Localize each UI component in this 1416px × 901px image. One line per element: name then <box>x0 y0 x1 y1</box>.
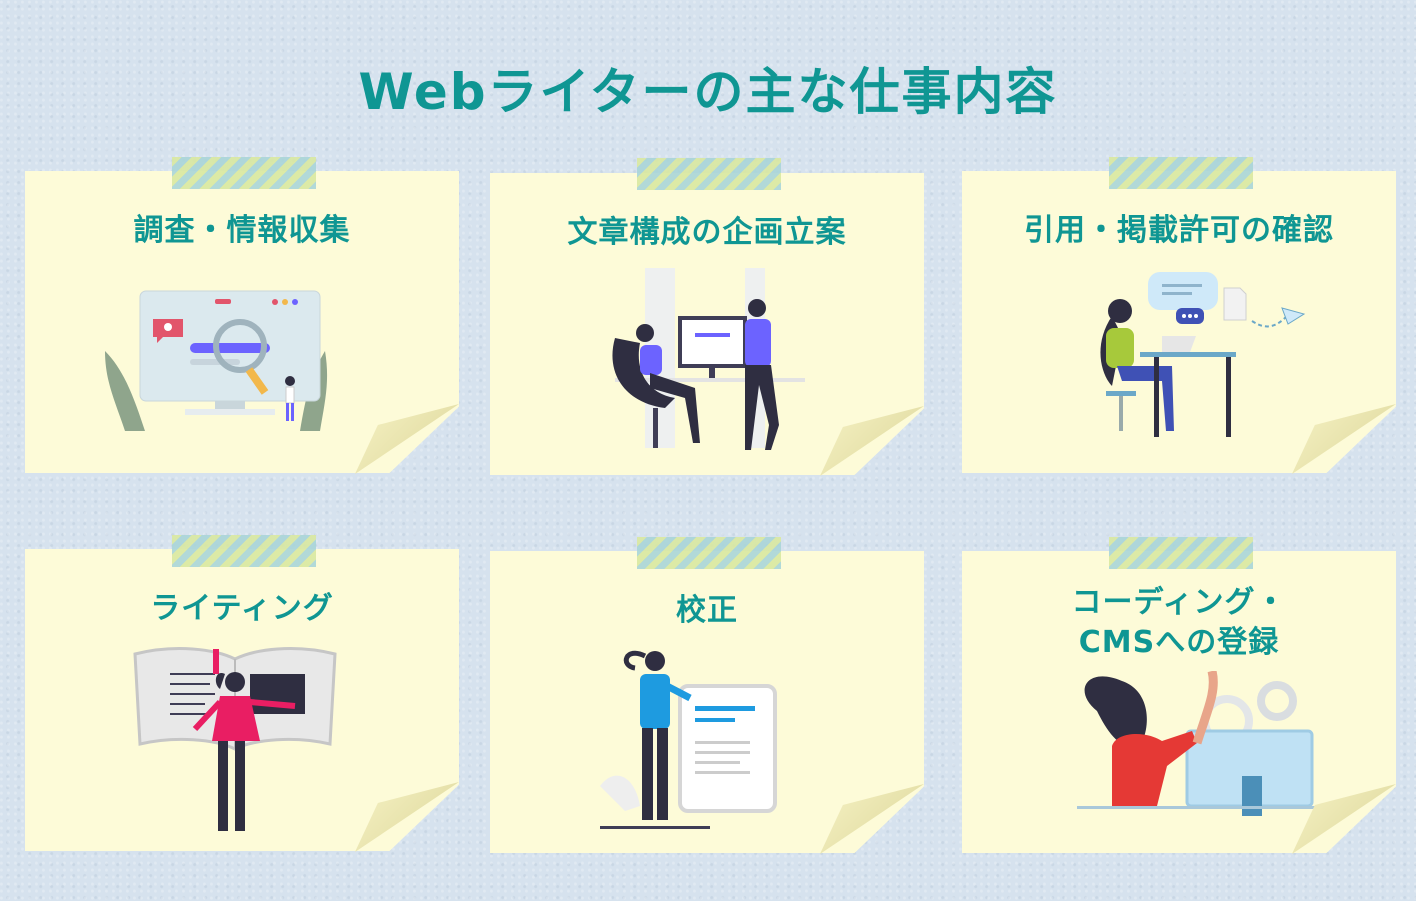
card-permission: 引用・掲載許可の確認 <box>962 171 1396 473</box>
tape <box>637 158 781 190</box>
tape <box>172 535 316 567</box>
tape <box>637 537 781 569</box>
card-title-line2: CMSへの登録 <box>1078 625 1280 660</box>
card-writing: ライティング <box>25 549 459 851</box>
card-title-line1: コーディング・ <box>1071 585 1287 620</box>
tape <box>1109 537 1253 569</box>
page-title: Webライターの主な仕事内容 <box>358 63 1058 121</box>
card-title: 調査・情報収集 <box>133 213 351 248</box>
coding-illustration <box>1077 671 1317 816</box>
card-coding: コーディング・ CMSへの登録 <box>962 551 1396 853</box>
tape <box>1109 157 1253 189</box>
tape <box>172 157 316 189</box>
card-title: 文章構成の企画立案 <box>567 215 847 250</box>
research-illustration <box>105 290 328 431</box>
card-title: 引用・掲載許可の確認 <box>1024 213 1334 248</box>
card-proofreading: 校正 <box>490 551 924 853</box>
permission-illustration <box>1100 272 1306 437</box>
proofreading-illustration <box>600 650 777 829</box>
card-planning: 文章構成の企画立案 <box>490 173 924 475</box>
writing-illustration <box>133 647 337 831</box>
card-title: ライティング <box>150 591 334 626</box>
card-research: 調査・情報収集 <box>25 171 459 473</box>
planning-illustration <box>612 268 805 450</box>
card-title: 校正 <box>676 593 738 628</box>
